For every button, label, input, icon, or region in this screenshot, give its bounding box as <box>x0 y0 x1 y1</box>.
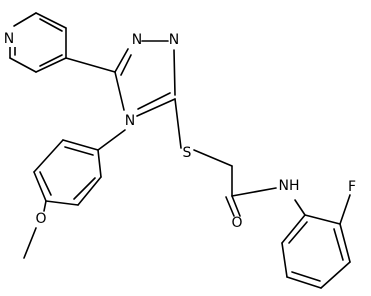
amide-nh-label: NH <box>279 178 300 194</box>
amide-aryl-bond <box>294 199 306 216</box>
methoxyphenyl-ring <box>33 139 102 206</box>
triazole-sulfur-bond <box>174 98 182 149</box>
triazole-phenyl-bond <box>97 129 126 151</box>
aryl-fluorine-bond <box>339 194 351 225</box>
methoxy-oxygen-label: O <box>35 211 46 227</box>
sulfur-label: S <box>183 145 192 161</box>
aryl-methoxy-bond <box>43 200 47 212</box>
carbonyl-double-bond-b <box>225 196 235 217</box>
carbonyl-oxygen-label: O <box>231 215 242 231</box>
sulfur-methylene-bond <box>193 149 233 167</box>
pyridine-triazole-bond <box>65 57 116 73</box>
pyridine-ring <box>9 12 67 73</box>
triazole-nitrogen-4-label: N <box>125 113 135 129</box>
triazole-ring <box>114 40 176 117</box>
carbonyl-amide-bond <box>231 187 277 197</box>
carbonyl-double-bond-a <box>231 195 241 217</box>
triazole-nitrogen-1-label: N <box>132 32 142 48</box>
triazole-nitrogen-2-label: N <box>169 32 179 48</box>
fluorophenyl-ring <box>281 214 351 289</box>
atom-labels: N N N N S O NH F O <box>2 31 356 231</box>
pyridine-nitrogen-label: N <box>4 31 14 47</box>
fluorine-label: F <box>348 179 356 195</box>
methoxy-methyl-bond <box>23 227 37 259</box>
